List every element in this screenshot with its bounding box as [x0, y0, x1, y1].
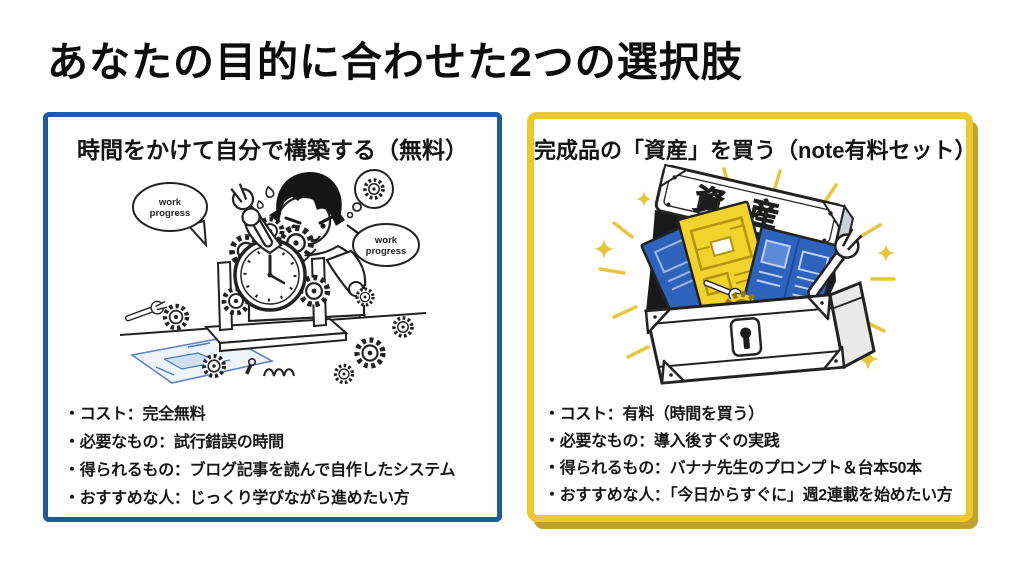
card-buy-asset: 完成品の「資産」を買う（note有料セット） — [527, 112, 977, 522]
lock-icon — [729, 317, 763, 357]
bullet-item: ・コスト：完全無料 — [64, 406, 206, 423]
treasure-chest-illustration: 資産 — [594, 163, 896, 385]
gear-thought-bubble — [346, 169, 394, 219]
card-diy-header: 時間をかけて自分で構築する（無料） — [77, 137, 468, 163]
chest-body — [644, 280, 876, 385]
svg-text:work: work — [374, 235, 398, 246]
page-title: あなたの目的に合わせた2つの選択肢 — [47, 39, 743, 85]
gear-icon — [363, 178, 385, 200]
card-asset-header: 完成品の「資産」を買う（note有料セット） — [534, 138, 977, 163]
wrench-arm — [225, 180, 283, 255]
bullet-item: ・コスト：有料（時間を買う） — [544, 406, 764, 423]
svg-text:progress: progress — [366, 246, 407, 257]
wrench-icon — [123, 297, 169, 326]
clock-assembly — [203, 219, 349, 353]
pointing-arm — [325, 249, 375, 307]
bullet-item: ・おすすめな人：「今日からすぐに」週2連載を始めたい方 — [544, 487, 953, 504]
card-diy-free: 時間をかけて自分で構築する（無料） — [43, 112, 502, 522]
card-diy-bullets: ・コスト：完全無料 ・必要なもの：試行錯誤の時間 ・得られるもの：ブログ記事を読… — [64, 401, 495, 513]
speech-bubble: work progress — [132, 182, 208, 248]
bullet-item: ・得られるもの：ブログ記事を読んで自作したシステム — [64, 462, 456, 479]
bullet-item: ・必要なもの：導入後すぐの実践 — [544, 433, 780, 450]
diy-clock-building-illustration: work progress work progress — [119, 169, 427, 385]
bullet-item: ・必要なもの：試行錯誤の時間 — [64, 434, 284, 451]
card-asset-bullets: ・コスト：有料（時間を買う） ・必要なもの：導入後すぐの実践 ・得られるもの：バ… — [544, 401, 964, 509]
bullet-item: ・得られるもの：バナナ先生のプロンプト＆台本50本 — [544, 460, 922, 477]
speech-bubble: work progress — [346, 223, 420, 267]
svg-text:progress: progress — [150, 208, 191, 219]
bullet-item: ・おすすめな人：じっくり学びながら進めたい方 — [64, 490, 410, 507]
svg-text:work: work — [158, 197, 182, 208]
